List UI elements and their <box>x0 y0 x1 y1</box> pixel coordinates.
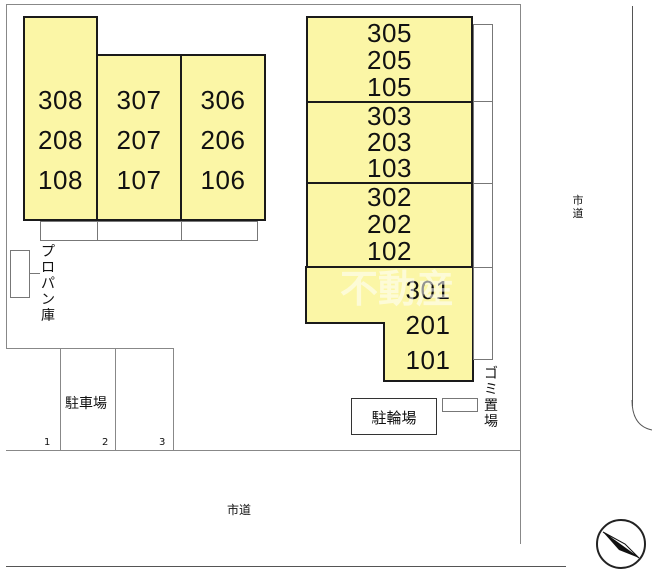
unit-number: 102 <box>367 235 412 266</box>
balcony-divider <box>181 221 182 241</box>
unit-number: 308 <box>38 85 83 115</box>
garbage-area-label: ゴミ置場 <box>484 366 498 430</box>
unit-stack-308: 308 208 108 <box>23 80 98 200</box>
unit-stack-301: 301 201 101 <box>384 272 472 378</box>
road-edge-bottom <box>6 566 566 567</box>
parking-divider <box>60 348 61 451</box>
unit-number: 103 <box>367 153 412 183</box>
unit-number: 305 <box>367 17 412 48</box>
site-boundary-left <box>6 4 7 348</box>
unit-number: 203 <box>367 127 412 157</box>
unit-number: 302 <box>367 181 412 212</box>
road-edge-curve <box>631 400 652 431</box>
unit-stack-302: 302 202 102 <box>306 183 473 265</box>
garbage-area-box <box>442 398 478 412</box>
balcony-left <box>40 221 258 241</box>
site-boundary-bottom <box>6 450 520 451</box>
site-boundary-top <box>6 4 520 5</box>
building-left-mid <box>96 54 182 221</box>
parking-lot-right-edge <box>173 348 174 451</box>
unit-number: 307 <box>116 85 162 115</box>
balcony-divider <box>473 183 493 184</box>
parking-space-number: 3 <box>159 437 166 448</box>
balcony-divider <box>473 267 493 268</box>
balcony-right <box>473 24 493 360</box>
propane-storage-box <box>10 250 30 298</box>
unit-number: 107 <box>116 165 162 195</box>
propane-leader-line <box>30 273 40 274</box>
building-right-302 <box>306 182 473 268</box>
road-label-bottom: 市道 <box>227 503 252 517</box>
unit-number: 202 <box>367 208 412 239</box>
unit-stack-306: 306 206 106 <box>180 80 266 200</box>
unit-number: 303 <box>367 101 412 131</box>
unit-number: 101 <box>405 344 451 375</box>
building-left-tall <box>23 16 98 221</box>
unit-stack-303: 303 203 103 <box>306 102 473 182</box>
parking-space-number: 2 <box>102 437 109 448</box>
balcony-divider <box>97 221 98 241</box>
unit-number: 208 <box>38 125 83 155</box>
unit-number: 205 <box>367 44 412 75</box>
unit-number: 306 <box>200 85 246 115</box>
unit-number: 301 <box>405 274 451 305</box>
road-label-right: 市道 <box>572 194 584 220</box>
unit-number: 108 <box>38 165 83 195</box>
unit-stack-307: 307 207 107 <box>96 80 182 200</box>
building-left-right <box>180 54 266 221</box>
building-right-305 <box>306 16 473 103</box>
parking-lot-top-edge <box>6 348 174 349</box>
watermark: 不動産 <box>339 267 454 311</box>
balcony-divider <box>473 101 493 102</box>
unit-number: 106 <box>200 165 246 195</box>
road-edge-right <box>632 6 633 406</box>
parking-space-number: 1 <box>44 437 51 448</box>
bicycle-parking <box>351 398 437 435</box>
unit-stack-305: 305 205 105 <box>306 18 473 102</box>
unit-number: 206 <box>200 125 246 155</box>
bicycle-parking-label: 駐輪場 <box>371 409 417 427</box>
unit-number: 207 <box>116 125 162 155</box>
north-arrow-icon <box>596 519 646 569</box>
unit-number: 105 <box>367 71 412 102</box>
unit-number: 201 <box>405 309 451 340</box>
site-boundary-right <box>520 4 521 544</box>
parking-label: 駐車場 <box>65 396 107 412</box>
parking-divider <box>115 348 116 451</box>
propane-storage-label: プロパン庫 <box>41 244 55 324</box>
